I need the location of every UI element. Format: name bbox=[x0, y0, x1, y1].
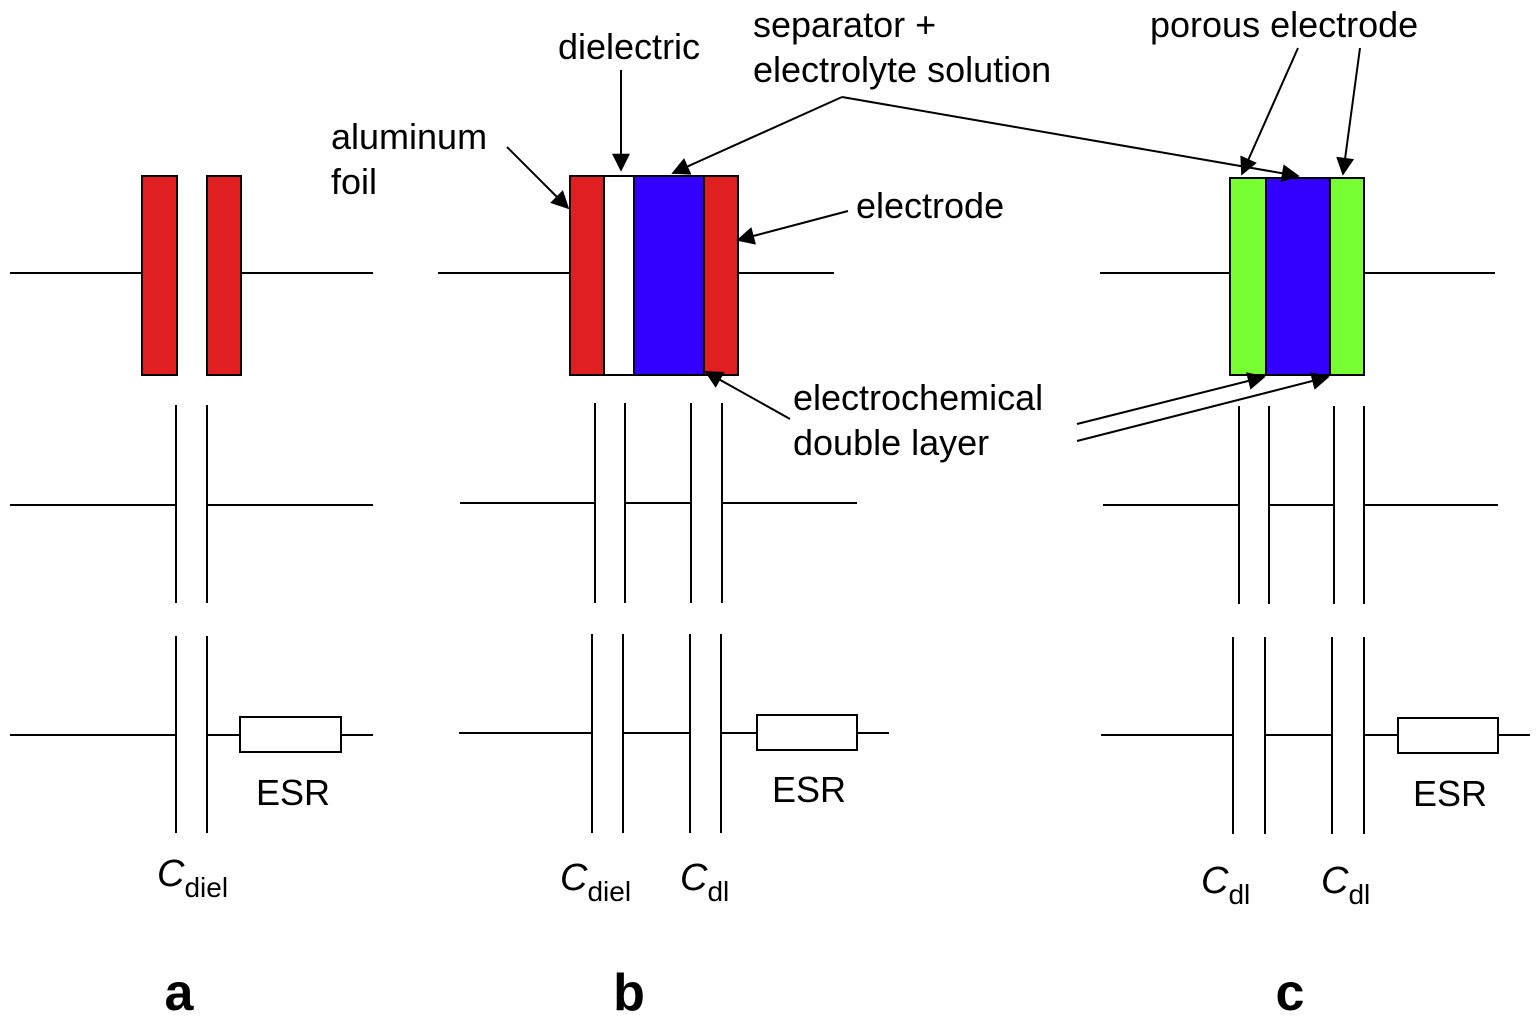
arrow-separator-b bbox=[671, 96, 843, 175]
esr-resistor bbox=[239, 716, 342, 753]
esr-resistor bbox=[756, 714, 858, 751]
panel-b: ESR Cdiel Cdl b bbox=[438, 175, 889, 1022]
panel-a-capacitor-symbol bbox=[10, 405, 373, 603]
arrow-porous-left bbox=[1240, 47, 1299, 176]
electrolyte-layer bbox=[633, 175, 705, 376]
label-aluminum: aluminum bbox=[331, 116, 487, 157]
label-porous-electrode: porous electrode bbox=[1150, 4, 1418, 45]
label-electrochemical: electrochemical bbox=[793, 377, 1043, 418]
arrow-double-layer-c2 bbox=[1076, 372, 1330, 442]
panel-b-physical bbox=[438, 175, 834, 376]
annotations: aluminum foil dielectric separator + ele… bbox=[331, 4, 1418, 463]
arrow-double-layer-c1 bbox=[1076, 372, 1266, 425]
esr-label-b: ESR bbox=[772, 769, 846, 810]
panel-a-physical bbox=[10, 175, 373, 376]
panel-c-physical bbox=[1100, 177, 1495, 376]
porous-electrode-right bbox=[1329, 177, 1365, 376]
panel-c: ESR Cdl Cdl c bbox=[1100, 177, 1530, 1022]
panel-label-b: b bbox=[613, 964, 645, 1022]
label-electrode: electrode bbox=[856, 185, 1004, 226]
plate-right bbox=[206, 175, 242, 376]
panel-c-equivalent-circuit bbox=[1101, 637, 1530, 834]
electrolyte-layer bbox=[1265, 177, 1331, 376]
arrow-separator-c bbox=[841, 96, 1300, 183]
arrows bbox=[506, 47, 1361, 442]
cap-label-b2: Cdl bbox=[680, 857, 729, 907]
panel-label-a: a bbox=[165, 964, 195, 1022]
porous-electrode-left bbox=[1229, 177, 1267, 376]
label-electrolyte-solution: electrolyte solution bbox=[753, 49, 1051, 90]
panel-a-equivalent-circuit bbox=[10, 636, 373, 833]
label-foil: foil bbox=[331, 161, 377, 202]
arrow-double-layer-b bbox=[704, 371, 791, 420]
label-separator: separator + bbox=[753, 4, 936, 45]
arrow-electrode bbox=[736, 210, 849, 245]
esr-label-a: ESR bbox=[256, 772, 330, 813]
aluminum-foil bbox=[569, 175, 605, 376]
panel-b-capacitor-symbol bbox=[460, 403, 857, 603]
label-dielectric: dielectric bbox=[558, 26, 700, 67]
cap-label-c2: Cdl bbox=[1321, 860, 1370, 910]
arrow-aluminum-foil bbox=[506, 146, 570, 210]
cap-label-b1: Cdiel bbox=[560, 857, 631, 907]
esr-resistor bbox=[1397, 717, 1499, 754]
plate-left bbox=[141, 175, 178, 376]
cap-label-c1: Cdl bbox=[1201, 860, 1250, 910]
electrode-plate bbox=[703, 175, 739, 376]
esr-label-c: ESR bbox=[1413, 773, 1487, 814]
dielectric-layer bbox=[603, 175, 635, 376]
cap-label-a: Cdiel bbox=[157, 853, 228, 903]
panel-a: ESR Cdiel a bbox=[10, 175, 373, 1022]
arrow-porous-right bbox=[1336, 47, 1361, 176]
label-double-layer: double layer bbox=[793, 422, 989, 463]
panel-c-capacitor-symbol bbox=[1103, 406, 1498, 604]
panel-b-equivalent-circuit bbox=[459, 634, 889, 833]
panel-label-c: c bbox=[1276, 964, 1305, 1022]
